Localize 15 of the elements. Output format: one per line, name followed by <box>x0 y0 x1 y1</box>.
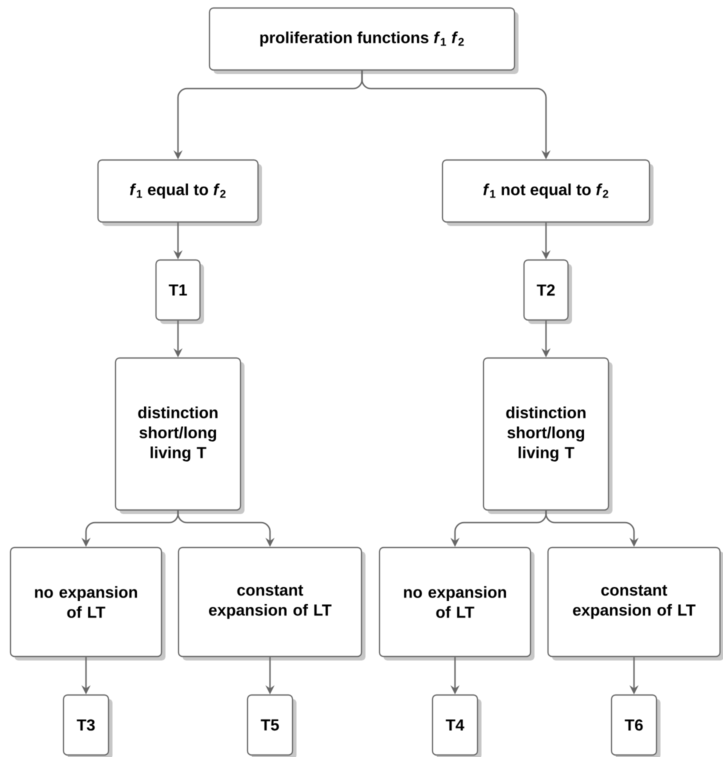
result-box: T4 <box>432 694 482 757</box>
result-box: T3 <box>62 694 112 757</box>
process-box: distinction short/long living T <box>482 357 612 514</box>
process-box: distinction short/long living T <box>114 357 244 514</box>
process-box: proliferation functions f$_{1}$ f$_{2}$ <box>208 7 518 74</box>
result-box: T1 <box>155 259 204 324</box>
process-box: constant expansion of LT <box>547 546 723 660</box>
result-box: T5 <box>246 694 296 757</box>
process-box: constant expansion of LT <box>178 546 366 660</box>
process-box: no expansion of LT <box>10 546 166 660</box>
result-box: T2 <box>523 259 572 324</box>
result-box: T6 <box>610 694 660 757</box>
process-box: f$_{1}$ not equal to f$_{2}$ <box>442 159 654 226</box>
process-box: f$_{1}$ equal to f$_{2}$ <box>97 159 262 226</box>
process-box: no expansion of LT <box>378 546 534 660</box>
